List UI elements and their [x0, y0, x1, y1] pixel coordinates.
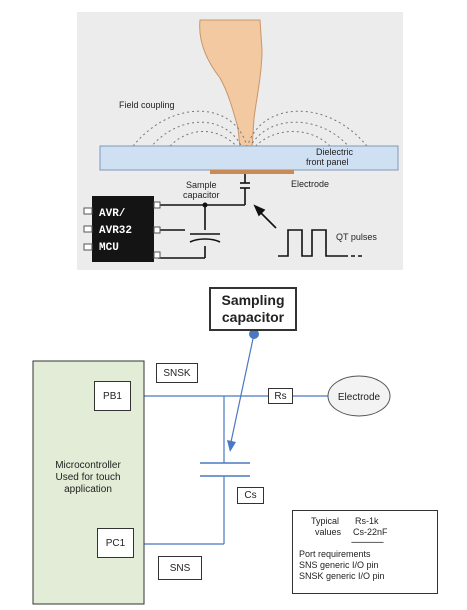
electrode-ellipse [327, 375, 391, 417]
sample-capacitor-symbol [158, 174, 250, 259]
mcu-chip [92, 196, 154, 262]
cs-value: Cs-22nF [353, 527, 388, 537]
rs-value: Rs-1k [355, 516, 379, 526]
chip-label-avr: AVR/ [99, 208, 126, 220]
port-requirements: Port requirements [299, 549, 371, 559]
pb1-pin-box: PB1 [94, 381, 131, 411]
sampling-capacitor-line1: Sampling [221, 292, 285, 308]
chip-label-avr32: AVR32 [99, 225, 132, 237]
microcontroller-label-3: application [64, 484, 112, 495]
pc1-pin-box: PC1 [97, 528, 134, 558]
microcontroller-label: Microcontroller [55, 460, 121, 471]
sampling-dot [249, 329, 259, 339]
cs-capacitor-symbol [200, 462, 250, 477]
rs-resistor-box: Rs [268, 388, 293, 404]
junction-dot [202, 202, 208, 208]
schematic-wires [130, 333, 328, 545]
snsk-label-box: SNSK [156, 363, 198, 383]
sampling-capacitor-box: Sampling capacitor [209, 287, 297, 331]
pointer-arrow [253, 204, 277, 229]
snsk-requirement: SNSK generic I/O pin [299, 571, 385, 581]
qt-pulses-label: QT pulses [336, 232, 377, 242]
sns-requirement: SNS generic I/O pin [299, 560, 379, 570]
values-label: values [315, 527, 342, 537]
qt-pulse-waveform [278, 229, 344, 257]
typical-values-box: Typical values Rs-1k Cs-22nF -----------… [292, 510, 438, 594]
sampling-arrowhead [227, 440, 236, 452]
chip-pins [83, 201, 161, 259]
field-coupling-label: Field coupling [119, 100, 175, 110]
electrode-ellipse-label: Electrode [338, 392, 381, 403]
sample-capacitor-label-2: capacitor [183, 190, 220, 200]
electrode-strip [210, 170, 294, 174]
microcontroller-label-2: Used for touch [55, 472, 120, 483]
dielectric-panel [99, 145, 399, 171]
dielectric-label: Dielectric [316, 147, 354, 157]
cs-label-box: Cs [237, 487, 264, 504]
separator-dashes: ---------------- [351, 537, 384, 547]
dielectric-label-2: front panel [306, 157, 349, 167]
electrode-label: Electrode [291, 179, 329, 189]
chip-label-mcu: MCU [99, 242, 119, 254]
sns-label-box: SNS [158, 556, 202, 580]
sampling-capacitor-line2: capacitor [221, 309, 285, 325]
typical-label: Typical [311, 516, 340, 526]
sample-capacitor-label: Sample [186, 180, 217, 190]
ground-capacitor-symbol [189, 233, 221, 243]
